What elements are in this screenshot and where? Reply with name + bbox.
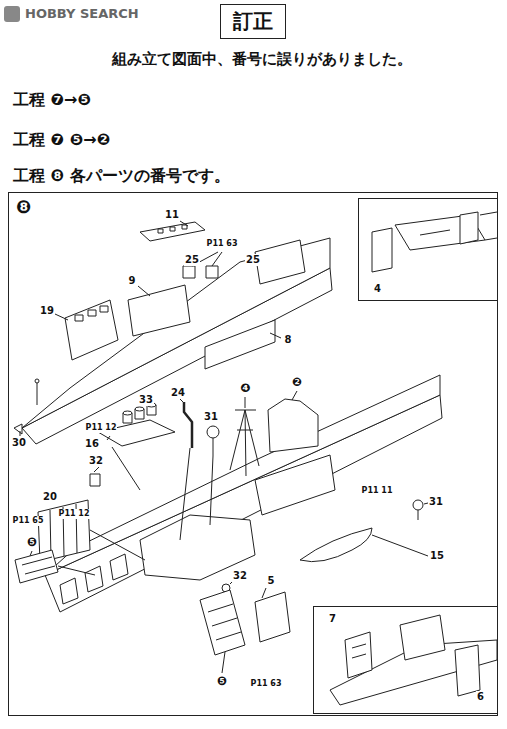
callout-number: 7 (328, 613, 337, 624)
hangar (255, 455, 335, 515)
plate-5 (255, 592, 290, 642)
part-number: 31 (203, 411, 219, 423)
inset-part-4 (372, 212, 497, 272)
part-number: 25 (184, 254, 200, 266)
figure-frame: ❽476 (8, 192, 498, 716)
title-box: 訂正 (220, 4, 286, 39)
part-number: 32 (88, 455, 104, 467)
part-number: 15 (429, 550, 445, 562)
launcher-5 (200, 590, 245, 655)
part-number: ❺ (216, 675, 228, 689)
bow-mast (37, 382, 38, 405)
bridge-19 (65, 300, 118, 360)
part-number: 24 (170, 387, 186, 399)
page-ref: P11 63 (250, 679, 283, 688)
correction-line: 工程 ❽ 各パーツの番号です。 (12, 167, 231, 185)
ball-31 (413, 500, 423, 510)
part-number: 9 (128, 275, 137, 287)
part-number: ❷ (291, 376, 303, 390)
part-number: 33 (138, 394, 154, 406)
part-number: ❺ (26, 536, 38, 550)
watermark: HOBBY SEARCH (24, 7, 140, 22)
part-number: 32 (232, 570, 248, 582)
part-number: 30 (11, 437, 27, 449)
callout-number: 6 (476, 691, 485, 702)
part-number: 19 (39, 305, 55, 317)
correction-line: 工程 ❼→❺ (12, 91, 92, 109)
part-25 (183, 266, 195, 278)
plate-8 (205, 320, 275, 369)
part-number: 5 (267, 575, 276, 587)
lower-hull-side (45, 395, 442, 612)
part-number: 16 (84, 438, 100, 450)
logo-mark (4, 6, 20, 22)
boat-15 (300, 528, 372, 562)
page-ref: P11 65 (12, 516, 45, 525)
block-9 (128, 285, 190, 336)
page-ref: P11 12 (58, 509, 91, 518)
block-2 (268, 399, 318, 452)
callout-number: ❽ (15, 197, 32, 217)
page-ref: P11 12 (85, 423, 118, 432)
ball-31 (207, 426, 219, 438)
part-number: 20 (42, 491, 58, 503)
part-25 (206, 266, 218, 278)
inset-frame: 4 (358, 198, 498, 301)
cyl-32 (90, 474, 100, 486)
page-ref: P11 63 (206, 239, 239, 248)
tower (255, 240, 305, 284)
callout-number: 4 (373, 283, 382, 294)
inset-parts-7-6 (330, 615, 497, 705)
part-number: 25 (245, 254, 261, 266)
correction-line: 工程 ❼ ❺→❷ (12, 131, 111, 149)
mast-plate-11 (140, 222, 205, 241)
inset-frame: 76 (313, 606, 498, 714)
part-number: 31 (428, 496, 444, 508)
part-30 (14, 424, 22, 434)
part-number: 11 (164, 209, 180, 221)
part-number: 8 (284, 334, 293, 346)
part-number: ❹ (239, 382, 251, 396)
pipe-24 (184, 402, 192, 448)
launcher-5 (15, 550, 58, 583)
page-ref: P11 11 (361, 486, 394, 495)
tripod-4 (230, 410, 259, 476)
notice-text: 組み立て図面中、番号に誤りがありました。 (111, 51, 413, 68)
